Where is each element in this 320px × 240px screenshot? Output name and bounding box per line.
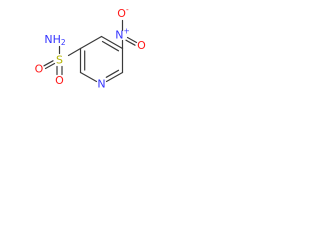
atom-o-sulfonyl-bottom: O	[55, 74, 64, 87]
bond-c6-n1	[105, 71, 124, 83]
bond-s-o-left	[44, 62, 56, 70]
atom-o-nitro-double: O	[137, 39, 146, 52]
molecule-diagram: NH2 S O O N N+ O- O	[35, 5, 147, 91]
atom-n-ring: N	[97, 78, 105, 91]
structure-canvas: NH2 S O O N N+ O- O	[0, 0, 170, 123]
bond-n1-c2	[79, 71, 98, 83]
bond-n-nitro-o-double	[126, 36, 138, 44]
bond-c4-c5-inner	[101, 40, 120, 52]
bond-c3-c4	[79, 35, 103, 50]
atom-o-nitro-single: O-	[117, 5, 129, 20]
atom-n-nitro: N+	[115, 27, 130, 42]
bond-c6-n1-inner	[105, 69, 120, 78]
atom-nh2: NH2	[44, 33, 66, 47]
bond-c4-c5	[100, 35, 124, 50]
atom-o-sulfonyl-left: O	[35, 63, 44, 76]
bond-c3-s	[67, 47, 82, 57]
atom-s: S	[56, 54, 63, 67]
bond-s-o-left-2	[43, 60, 54, 67]
bond-n-nitro-o-double-2	[125, 39, 136, 46]
